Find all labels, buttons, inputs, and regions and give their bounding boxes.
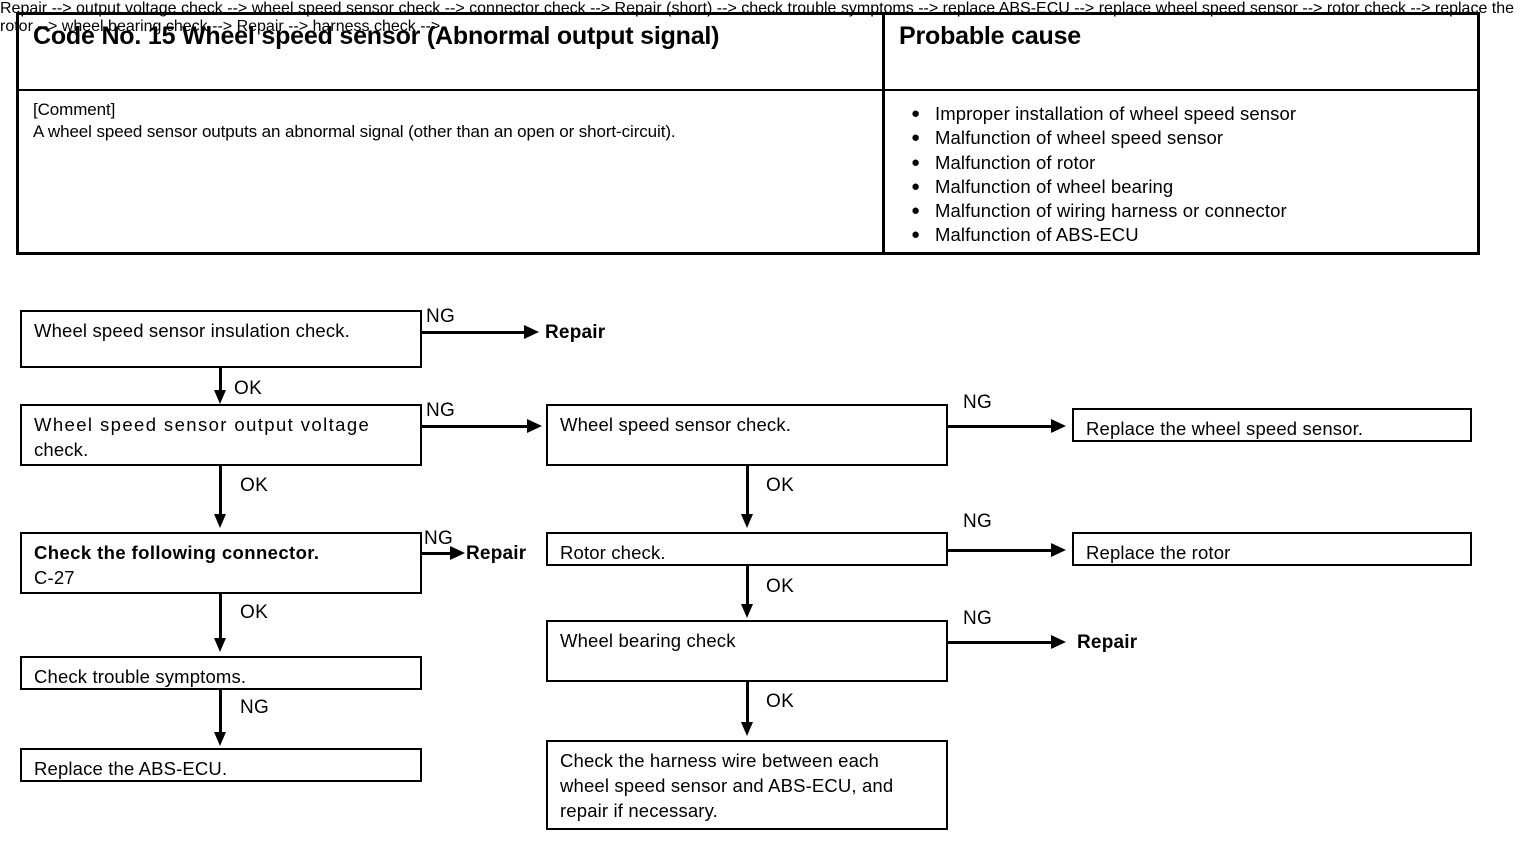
edge-line	[948, 425, 1054, 428]
fault-code-table: Code No. 15 Wheel speed sensor (Abnormal…	[16, 12, 1480, 255]
edge-line	[746, 466, 749, 518]
bullet-icon: ●	[911, 153, 921, 171]
edge-arrowhead-icon	[214, 732, 226, 746]
node-wheel-bearing-check: Wheel bearing check	[546, 620, 948, 682]
node-label: Rotor check.	[560, 542, 666, 563]
edge-label-ok: OK	[240, 602, 269, 623]
node-label-line1: Wheel speed sensor output voltage	[34, 414, 371, 435]
cause-text: Malfunction of rotor	[935, 151, 1096, 173]
edge-line	[422, 552, 456, 555]
node-replace-rotor: Replace the rotor	[1072, 532, 1472, 566]
node-label: Replace the rotor	[1086, 542, 1231, 563]
cause-text: Malfunction of wheel bearing	[935, 175, 1174, 197]
bullet-icon: ●	[911, 129, 921, 147]
edge-arrowhead-icon	[1051, 635, 1066, 649]
edge-label-ng: NG	[424, 528, 454, 549]
node-label: Wheel bearing check	[560, 630, 736, 651]
list-item: ● Improper installation of wheel speed se…	[911, 102, 1465, 126]
edge-arrowhead-icon	[1051, 543, 1066, 557]
table-column-description: Code No. 15 Wheel speed sensor (Abnormal…	[19, 15, 885, 252]
table-header-probable-cause: Probable cause	[885, 15, 1477, 91]
edge-arrowhead-icon	[214, 638, 226, 652]
edge-label-ng: NG	[426, 400, 456, 421]
table-header-code: Code No. 15 Wheel speed sensor (Abnormal…	[19, 15, 882, 91]
node-label-line1: Check the harness wire between each	[560, 750, 879, 771]
node-wheel-speed-sensor-check: Wheel speed sensor check.	[546, 404, 948, 466]
table-cell-comment: [Comment] A wheel speed sensor outputs a…	[19, 91, 882, 252]
list-item: ● Malfunction of wiring harness or connec…	[911, 199, 1465, 223]
cause-text: Improper installation of wheel speed sen…	[935, 103, 1297, 124]
terminal-repair-connector: Repair	[466, 543, 527, 564]
table-column-probable-cause: Probable cause ● Improper installation of…	[885, 15, 1477, 252]
cause-text: Malfunction of wheel speed sensor	[935, 127, 1224, 149]
bullet-icon: ●	[911, 105, 921, 122]
node-label: Wheel speed sensor insulation check.	[34, 320, 350, 341]
edge-line	[219, 690, 222, 736]
edge-arrowhead-icon	[214, 390, 226, 404]
edge-label-ok: OK	[766, 576, 795, 597]
edge-line	[422, 331, 528, 334]
node-label-line2: check.	[34, 439, 89, 460]
node-label: Check trouble symptoms.	[34, 666, 247, 687]
bullet-icon: ●	[911, 177, 921, 195]
edge-arrowhead-icon	[527, 419, 542, 433]
edge-line	[422, 425, 530, 428]
node-label: Wheel speed sensor check.	[560, 414, 792, 435]
node-label: Replace the wheel speed sensor.	[1086, 418, 1364, 439]
edge-label-ng: NG	[963, 392, 993, 413]
node-replace-abs-ecu: Replace the ABS-ECU.	[20, 748, 422, 782]
edge-line	[746, 566, 749, 608]
edge-line	[746, 682, 749, 726]
comment-label: [Comment]	[33, 100, 116, 119]
edge-label-ok: OK	[234, 378, 263, 399]
edge-arrowhead-icon	[741, 604, 753, 618]
edge-arrowhead-icon	[214, 514, 226, 528]
edge-label-ng: NG	[963, 511, 993, 532]
node-rotor-check: Rotor check.	[546, 532, 948, 566]
edge-line	[219, 594, 222, 642]
cause-text: Malfunction of wiring harness or connect…	[935, 200, 1287, 222]
edge-label-ok: OK	[240, 475, 269, 496]
node-label-line3: repair if necessary.	[560, 800, 718, 821]
node-output-voltage-check: Wheel speed sensor output voltage check.	[20, 404, 422, 466]
node-label-connector-code: C-27	[34, 567, 75, 588]
edge-label-ng: NG	[963, 608, 993, 629]
node-replace-wheel-speed-sensor: Replace the wheel speed sensor.	[1072, 408, 1472, 442]
terminal-repair-insulation: Repair	[545, 322, 606, 343]
node-label-title: Check the following connector.	[34, 542, 320, 563]
node-label-line2: wheel speed sensor and ABS-ECU, and	[560, 775, 894, 796]
node-check-harness-wire: Check the harness wire between each whee…	[546, 740, 948, 830]
table-cell-causes: ● Improper installation of wheel speed se…	[885, 91, 1477, 252]
list-item: ● Malfunction of wheel speed sensor	[911, 126, 1465, 150]
edge-arrowhead-icon	[741, 722, 753, 736]
edge-label-ok: OK	[766, 475, 795, 496]
list-item: ● Malfunction of wheel bearing	[911, 175, 1465, 199]
list-item: ● Malfunction of rotor	[911, 151, 1465, 175]
edge-label-ng: NG	[426, 306, 456, 327]
bullet-icon: ●	[911, 202, 921, 220]
node-insulation-check: Wheel speed sensor insulation check.	[20, 310, 422, 368]
comment-text: A wheel speed sensor outputs an abnormal…	[33, 122, 676, 142]
cause-text: Malfunction of ABS-ECU	[935, 224, 1139, 246]
edge-arrowhead-icon	[1051, 419, 1066, 433]
node-check-trouble-symptoms: Check trouble symptoms.	[20, 656, 422, 690]
edge-line	[948, 549, 1054, 552]
edge-label-ok: OK	[766, 691, 795, 712]
edge-arrowhead-icon	[741, 514, 753, 528]
edge-arrowhead-icon	[524, 325, 539, 339]
bullet-icon: ●	[911, 226, 921, 244]
node-label: Replace the ABS-ECU.	[34, 758, 228, 779]
edge-label-ng: NG	[240, 697, 270, 718]
terminal-repair-bearing: Repair	[1077, 632, 1138, 653]
probable-cause-list: ● Improper installation of wheel speed se…	[899, 102, 1465, 248]
list-item: ● Malfunction of ABS-ECU	[911, 223, 1465, 247]
edge-arrowhead-icon	[450, 546, 465, 560]
edge-line	[948, 641, 1054, 644]
edge-line	[219, 368, 222, 394]
node-connector-check: Check the following connector. C-27	[20, 532, 422, 594]
edge-line	[219, 466, 222, 518]
